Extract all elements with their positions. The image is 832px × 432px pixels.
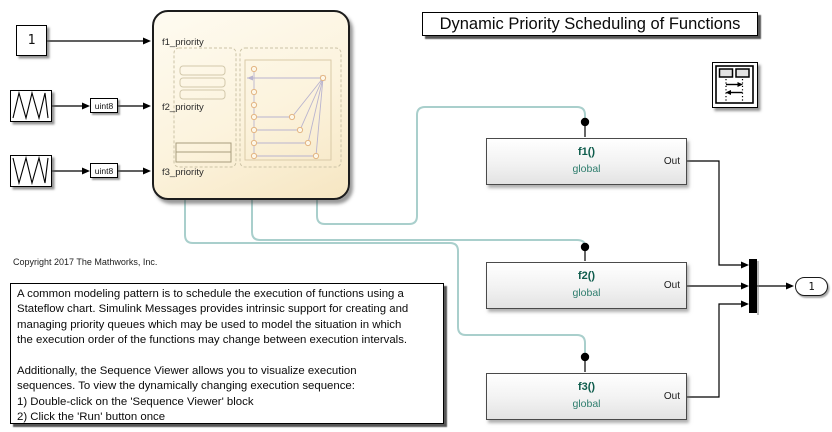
arrowhead-mux-in1: [741, 261, 749, 269]
description-annotation[interactable]: A common modeling pattern is to schedule…: [10, 283, 444, 424]
data-type-conversion-block-1[interactable]: uint8: [90, 98, 118, 113]
conversion-type-label: uint8: [94, 100, 114, 111]
arrowhead-chart-in2: [143, 102, 151, 110]
function-scope: global: [572, 287, 601, 299]
arrowhead-chart-in1: [143, 37, 151, 45]
function-scope: global: [572, 398, 601, 410]
constant-block[interactable]: 1: [16, 25, 47, 56]
triangle-wave-down-icon: [12, 155, 49, 186]
stateflow-chart-preview: [173, 47, 342, 168]
wire-f1-out-to-mux[interactable]: [687, 160, 741, 266]
wire-chart-to-f1[interactable]: [316, 106, 586, 225]
chart-input-port-f3-priority: f3_priority: [162, 167, 204, 178]
function-block-f1[interactable]: f1() global Out: [486, 138, 687, 185]
trigger-junction-f3: [580, 352, 590, 362]
trigger-junction-f1: [580, 117, 590, 127]
data-type-conversion-block-2[interactable]: uint8: [90, 163, 118, 178]
wire-chart-to-f3[interactable]: [184, 199, 586, 355]
arrowhead-chart-in3: [143, 167, 151, 175]
outport-block[interactable]: 1: [795, 277, 828, 296]
signal-source-block-1[interactable]: [10, 90, 52, 122]
out-port-label: Out: [663, 280, 680, 291]
sequence-viewer-icon: [715, 65, 754, 104]
arrowhead-mux-in2: [741, 282, 749, 290]
arrowhead-uint8-1: [82, 102, 90, 110]
function-name: f3(): [577, 381, 596, 393]
arrowhead-uint8-2: [82, 167, 90, 175]
out-port-label: Out: [663, 391, 680, 402]
outport-number: 1: [808, 280, 815, 293]
conversion-type-label: uint8: [94, 165, 114, 176]
copyright-annotation[interactable]: Copyright 2017 The Mathworks, Inc.: [13, 257, 158, 267]
stateflow-chart-block[interactable]: f1_priority f2_priority f3_priority: [152, 10, 350, 200]
mux-shadow: [757, 261, 759, 315]
chart-input-port-f1-priority: f1_priority: [162, 37, 204, 48]
triangle-wave-up-icon: [12, 90, 49, 121]
constant-value: 1: [27, 33, 36, 48]
function-scope: global: [572, 163, 601, 175]
model-title-annotation[interactable]: Dynamic Priority Scheduling of Functions: [422, 12, 758, 36]
sequence-viewer-block[interactable]: [712, 62, 758, 108]
arrowhead-mux-in3: [741, 300, 749, 308]
mux-block[interactable]: [749, 259, 757, 313]
arrowhead-outport: [786, 282, 794, 290]
model-title-text: Dynamic Priority Scheduling of Functions: [439, 14, 741, 33]
function-name: f1(): [577, 146, 596, 158]
function-block-f3[interactable]: f3() global Out: [486, 373, 687, 420]
wire-f3-out-to-mux[interactable]: [687, 303, 741, 398]
chart-input-port-f2-priority: f2_priority: [162, 102, 204, 113]
signal-source-block-2[interactable]: [10, 155, 52, 187]
trigger-junction-f2: [580, 242, 590, 252]
out-port-label: Out: [663, 156, 680, 167]
function-name: f2(): [577, 270, 596, 282]
wire-chart-to-f2[interactable]: [251, 199, 586, 247]
function-block-f2[interactable]: f2() global Out: [486, 262, 687, 309]
